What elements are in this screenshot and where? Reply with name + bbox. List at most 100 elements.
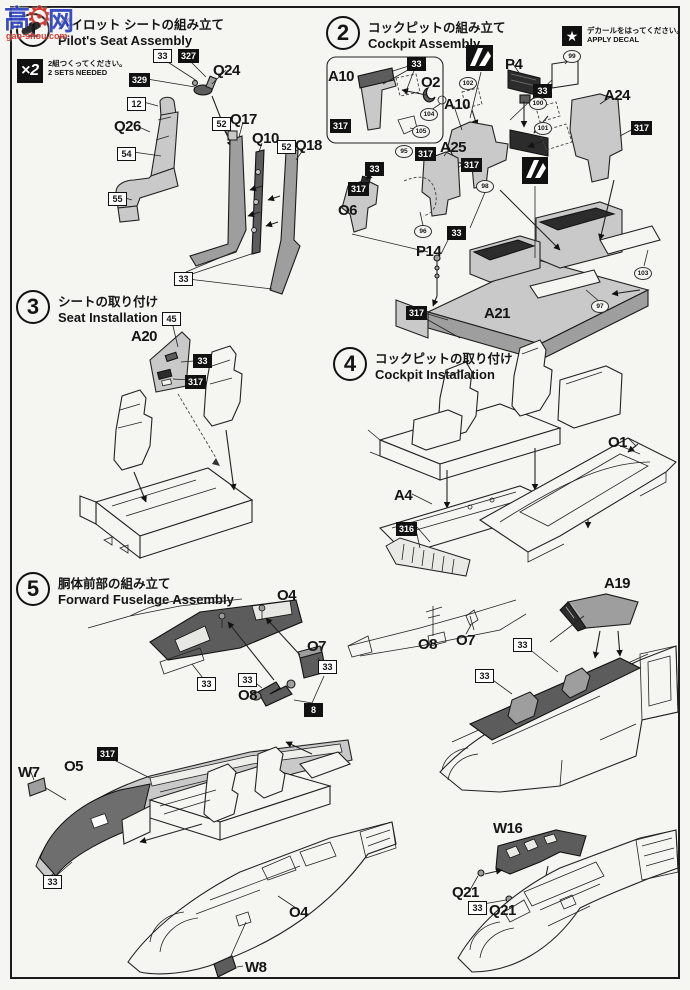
- watermark-char-right: 网: [48, 6, 75, 36]
- step-4-title-en: Cockpit Installation: [375, 367, 495, 382]
- part-label-a24: A24: [604, 87, 631, 104]
- part-label-q26: Q26: [114, 118, 141, 135]
- part-label-a19: A19: [604, 575, 631, 592]
- part-label-o4: O4: [277, 587, 297, 604]
- part-label-o8: O8: [238, 687, 258, 704]
- decal-circle-100: 100: [529, 97, 547, 110]
- seat-assembly-illustration: [115, 56, 304, 295]
- callout-box-327: 327: [178, 49, 200, 63]
- step-3-number: 3: [16, 290, 50, 324]
- part-label-p14: P14: [416, 243, 442, 260]
- step-3-title-en: Seat Installation: [58, 310, 158, 325]
- callout-box-317: 317: [330, 119, 352, 133]
- part-label-a21: A21: [484, 305, 511, 322]
- part-label-q10: Q10: [252, 130, 279, 147]
- step-2-title-ja: コックピットの組み立て: [368, 21, 506, 35]
- decal-circle-105: 105: [412, 125, 430, 138]
- callout-box-317: 317: [631, 121, 653, 135]
- nose-profile-sketch: [347, 599, 527, 658]
- part-label-w7: W7: [18, 764, 40, 781]
- step-2-number: 2: [326, 16, 360, 50]
- callout-box-317: 317: [406, 306, 428, 320]
- fuselage-right-outer-illustration: [127, 821, 397, 978]
- decal-circle-98: 98: [476, 180, 494, 193]
- part-label-w16: W16: [493, 820, 523, 837]
- step-5-header: 5 胴体前部の組み立て Forward Fuselage Assembly: [16, 572, 234, 607]
- part-label-q21: Q21: [452, 884, 479, 901]
- step-5-number: 5: [16, 572, 50, 606]
- part-label-o6: O6: [338, 202, 358, 219]
- seat-installation-illustration: [79, 321, 254, 560]
- part-label-a25: A25: [440, 139, 467, 156]
- callout-box-33: 33: [468, 901, 487, 915]
- decal-note-en: APPLY DECAL: [587, 35, 640, 44]
- watermark-logo: 高 ⚙ 网 gao-shou.com: [4, 1, 114, 44]
- part-label-a4: A4: [394, 487, 413, 504]
- watermark-site-text: gao-shou.com: [6, 31, 68, 41]
- x2-badge: ×2: [17, 59, 43, 83]
- decal-circle-103: 103: [634, 267, 652, 280]
- part-label-o8: O8: [418, 636, 438, 653]
- decal-circle-97: 97: [591, 300, 609, 313]
- decal-circle-96: 96: [414, 225, 432, 238]
- step-2-title-en: Cockpit Assembly: [368, 36, 481, 51]
- callout-box-33: 33: [513, 638, 532, 652]
- decal-circle-101: 101: [534, 122, 552, 135]
- step-1-title-en: Pilot's Seat Assembly: [58, 33, 193, 48]
- part-label-o5: O5: [64, 758, 84, 775]
- part-label-a10: A10: [444, 96, 471, 113]
- page-border: [10, 6, 680, 979]
- callout-box-33: 33: [447, 226, 466, 240]
- part-label-o1: O1: [608, 434, 628, 451]
- step-1-header: 1 パイロット シートの組み立て Pilot's Seat Assembly: [16, 13, 224, 48]
- part-label-a20: A20: [131, 328, 158, 345]
- part-label-a10: A10: [328, 68, 355, 85]
- callout-box-8: 8: [304, 703, 323, 717]
- step-2-header: 2 コックピットの組み立て Cockpit Assembly: [326, 16, 506, 51]
- callout-box-33: 33: [365, 162, 384, 176]
- part-label-w8: W8: [245, 959, 267, 976]
- fuselage-right-half-illustration: [439, 593, 679, 793]
- callout-box-33: 33: [533, 84, 552, 98]
- callout-box-33: 33: [197, 677, 216, 691]
- step-3-title-ja: シートの取り付け: [58, 295, 159, 309]
- part-label-q21: Q21: [489, 902, 516, 919]
- callout-box-52: 52: [277, 140, 296, 154]
- callout-box-316: 316: [396, 522, 418, 536]
- step-3-header: 3 シートの取り付け Seat Installation: [16, 290, 158, 325]
- forward-deck-illustration: [87, 597, 327, 707]
- callout-box-33: 33: [475, 669, 494, 683]
- sets-needed-note: ×2 2組つくってください。 2 SETS NEEDED: [17, 59, 127, 83]
- step-1-title-ja: パイロット シートの組み立て: [58, 18, 224, 32]
- nose-topview-illustration: [457, 829, 679, 973]
- callout-box-317: 317: [415, 147, 437, 161]
- callout-box-33: 33: [318, 660, 337, 674]
- callout-box-33: 33: [193, 354, 212, 368]
- step-4-header: 4 コックピットの取り付け Cockpit Installation: [333, 347, 513, 382]
- callout-box-317: 317: [461, 158, 483, 172]
- step-5-title-en: Forward Fuselage Assembly: [58, 592, 234, 607]
- part-label-p4: P4: [505, 56, 523, 73]
- decal-note-ja: デカールをはってください。: [587, 26, 684, 35]
- part-label-o7: O7: [307, 638, 327, 655]
- part-label-q18: Q18: [295, 137, 322, 154]
- part-label-q17: Q17: [230, 111, 257, 128]
- callout-box-33: 33: [153, 49, 172, 63]
- part-label-o4: O4: [289, 904, 309, 921]
- sets-note-ja: 2組つくってください。: [48, 59, 127, 68]
- callout-box-33: 33: [43, 875, 62, 889]
- callout-box-33: 33: [407, 57, 426, 71]
- part-label-q24: Q24: [213, 62, 240, 79]
- callout-box-55: 55: [108, 192, 127, 206]
- callout-box-52: 52: [212, 117, 231, 131]
- part-label-o2: O2: [421, 74, 441, 91]
- step-5-title-ja: 胴体前部の組み立て: [58, 577, 171, 591]
- sets-note-en: 2 SETS NEEDED: [48, 68, 108, 77]
- decal-circle-102: 102: [459, 77, 477, 90]
- cockpit-module-illustration: [121, 741, 351, 845]
- callout-box-45: 45: [162, 312, 181, 326]
- step-4-number: 4: [333, 347, 367, 381]
- apply-decal-note: ★ デカールをはってください。 APPLY DECAL: [562, 26, 684, 46]
